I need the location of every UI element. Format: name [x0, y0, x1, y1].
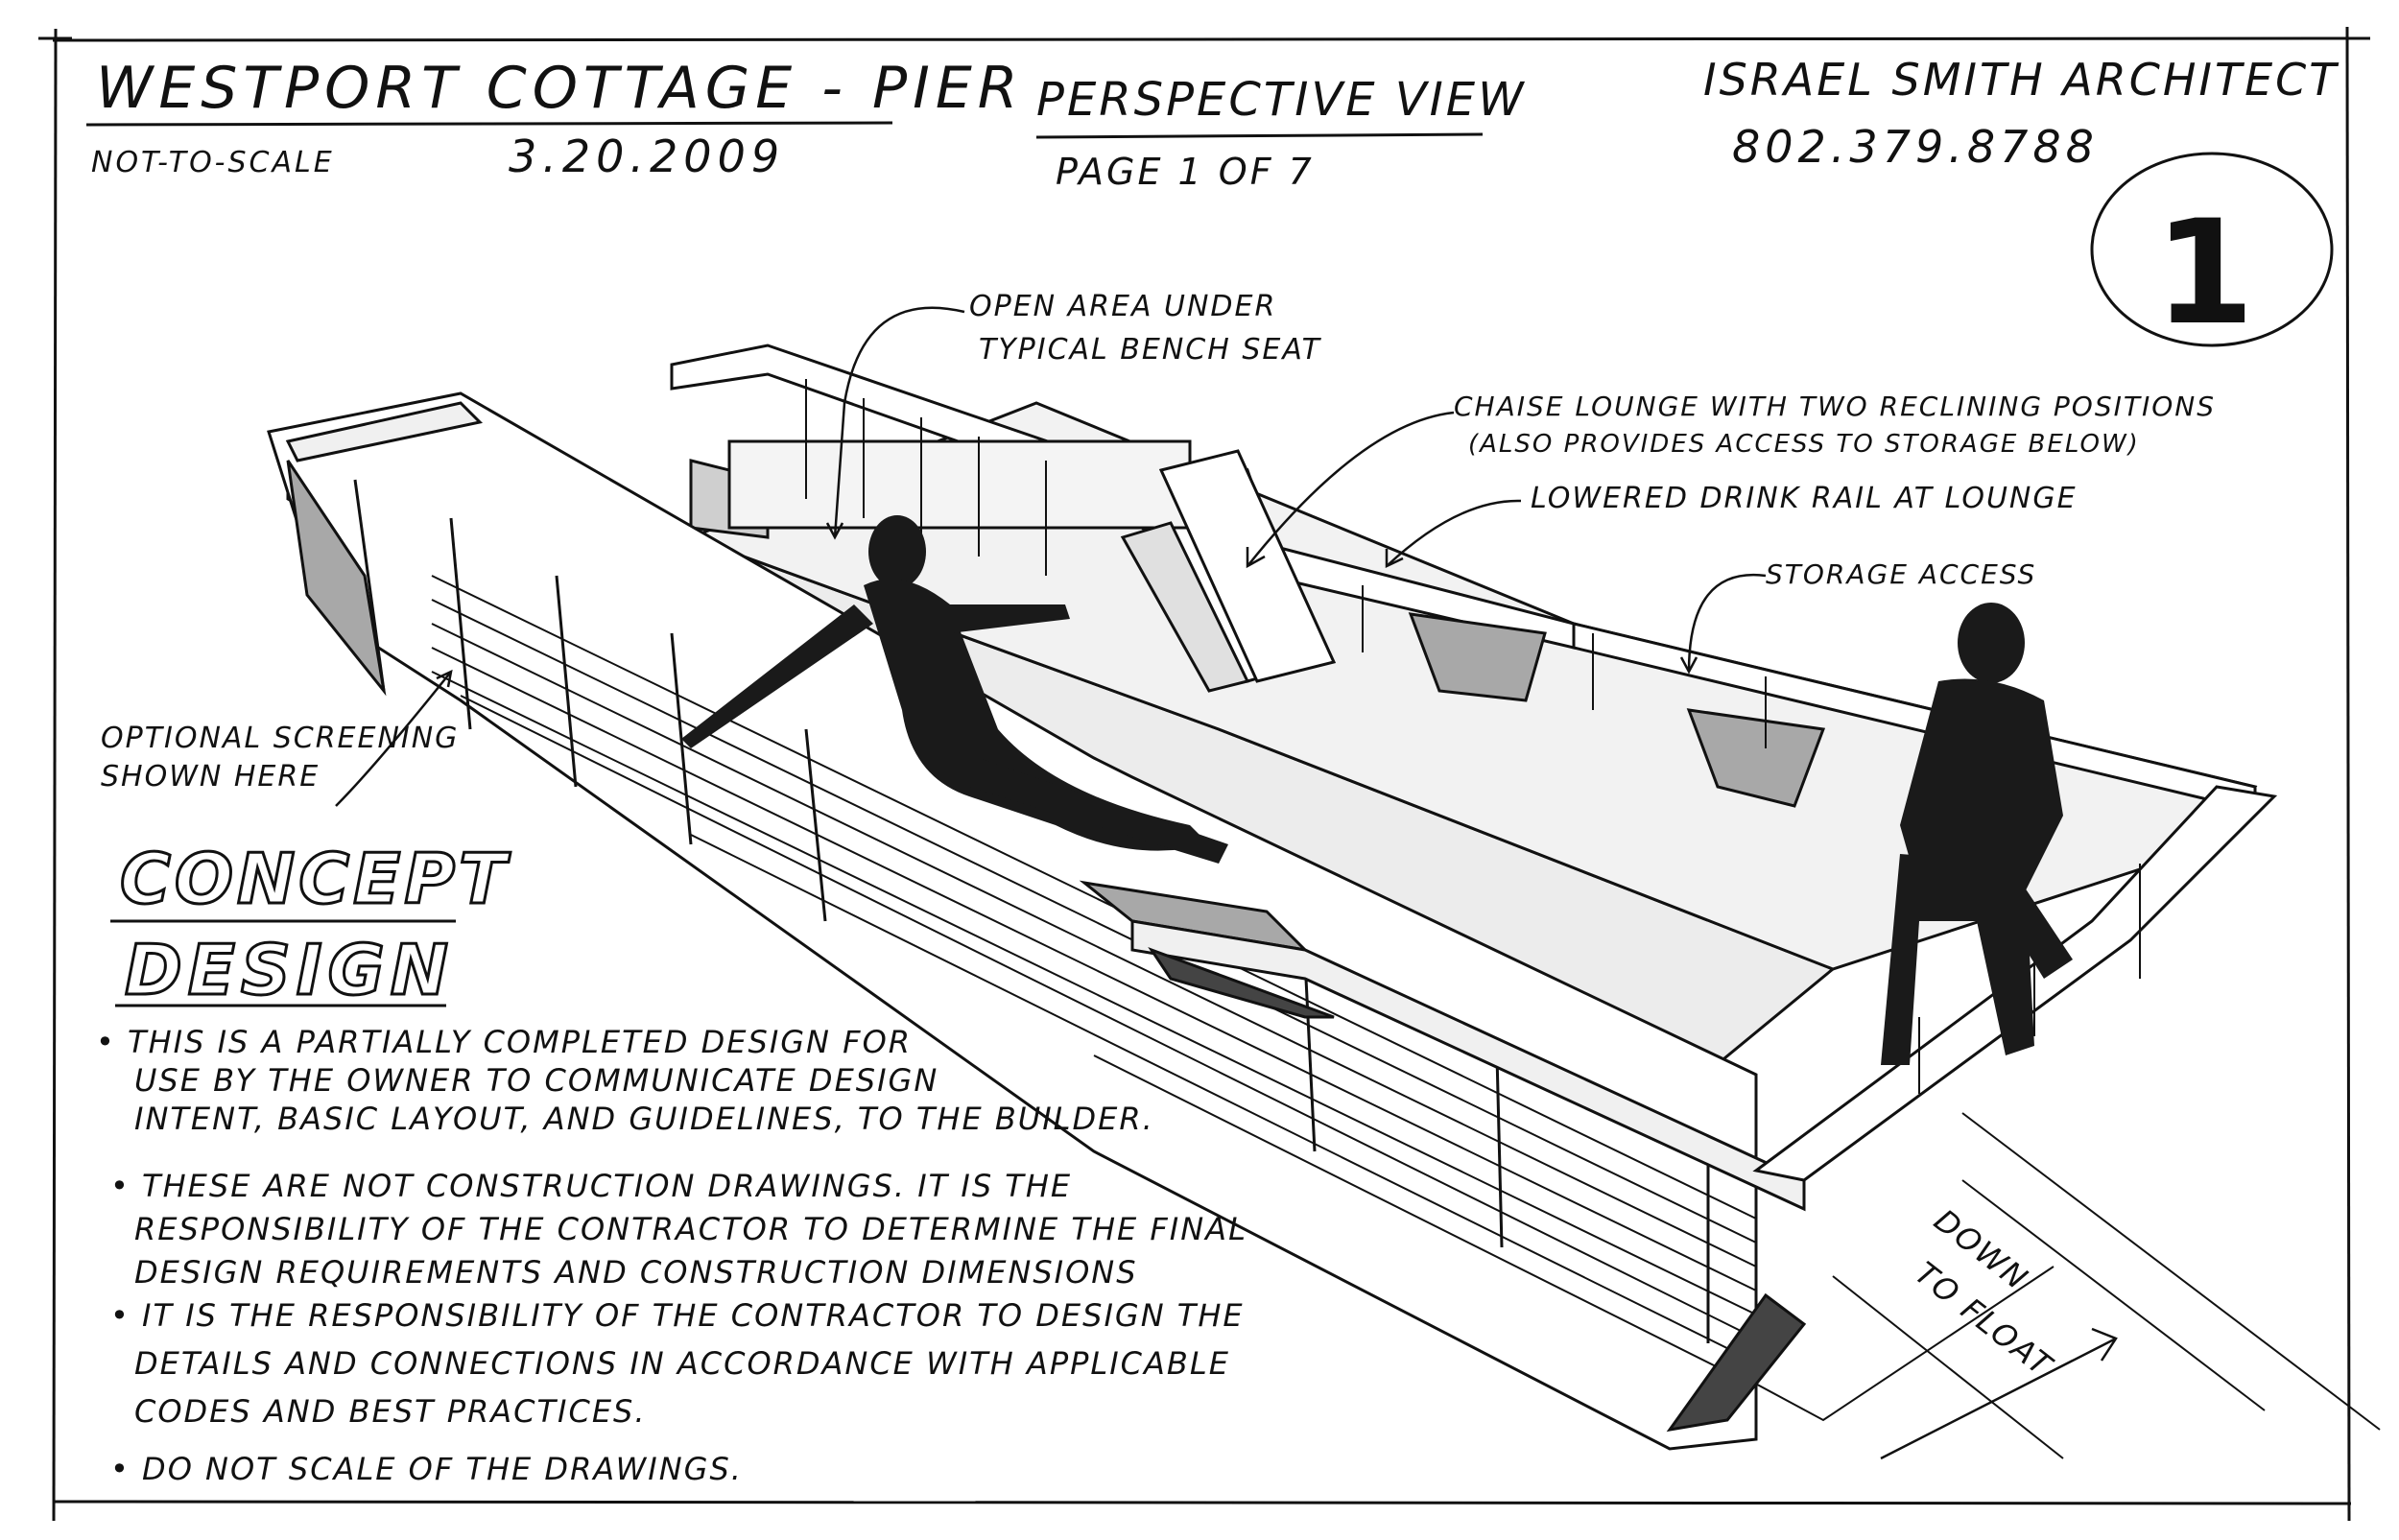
note-chaise-line2: (ALSO PROVIDES ACCESS TO STORAGE BELOW)	[1468, 430, 2140, 459]
note-screening-line2: SHOWN HERE	[101, 760, 321, 794]
concept-line-4: • THESE ARE NOT CONSTRUCTION DRAWINGS. I…	[110, 1168, 1073, 1204]
sheet-number: 1	[2154, 190, 2258, 357]
note-screening-line1: OPTIONAL SCREENING	[101, 722, 460, 755]
project-title: WESTPORT COTTAGE - PIER	[96, 55, 1024, 122]
concept-line-1: • THIS IS A PARTIALLY COMPLETED DESIGN F…	[96, 1024, 912, 1060]
concept-line-2: USE BY THE OWNER TO COMMUNICATE DESIGN	[134, 1062, 939, 1099]
note-open-area-line1: OPEN AREA UNDER	[969, 290, 1277, 323]
concept-line-8: DETAILS AND CONNECTIONS IN ACCORDANCE WI…	[134, 1345, 1230, 1382]
concept-underlines	[110, 919, 456, 1007]
figure-seated	[1881, 603, 2073, 1065]
concept-line-9: CODES AND BEST PRACTICES.	[134, 1393, 647, 1430]
view-title: PERSPECTIVE VIEW	[1036, 73, 1527, 127]
leader-lines	[335, 306, 2118, 1460]
sheet-border	[38, 26, 2370, 1522]
scale-note: NOT-TO-SCALE	[91, 146, 335, 179]
architect-phone: 802.379.8788	[1732, 121, 2099, 173]
concept-line-7: • IT IS THE RESPONSIBILITY OF THE CONTRA…	[110, 1297, 1245, 1334]
front-bench	[285, 401, 1807, 1433]
note-chaise-line1: CHAISE LOUNGE WITH TWO RECLINING POSITIO…	[1454, 391, 2216, 422]
architect-name: ISRAEL SMITH ARCHITECT	[1703, 54, 2340, 106]
concept-line-5: RESPONSIBILITY OF THE CONTRACTOR TO DETE…	[134, 1211, 1247, 1247]
note-open-area-line2: TYPICAL BENCH SEAT	[979, 333, 1321, 367]
concept-heading: CONCEPT	[118, 839, 511, 919]
concept-line-6: DESIGN REQUIREMENTS AND CONSTRUCTION DIM…	[134, 1254, 1138, 1291]
concept-line-3: INTENT, BASIC LAYOUT, AND GUIDELINES, TO…	[134, 1101, 1154, 1137]
concept-line-10: • DO NOT SCALE OF THE DRAWINGS.	[110, 1451, 743, 1487]
design-heading: DESIGN	[124, 930, 454, 1010]
page-label: PAGE 1 OF 7	[1056, 151, 1315, 193]
drawing-date: 3.20.2009	[509, 130, 786, 182]
title-underlines	[85, 121, 1484, 139]
sheet-number-circle	[2090, 152, 2334, 347]
note-storage: STORAGE ACCESS	[1766, 558, 2037, 590]
figure-reclining	[681, 515, 1228, 864]
front-slats	[431, 575, 1757, 1387]
note-drink-rail: LOWERED DRINK RAIL AT LOUNGE	[1531, 482, 2078, 515]
